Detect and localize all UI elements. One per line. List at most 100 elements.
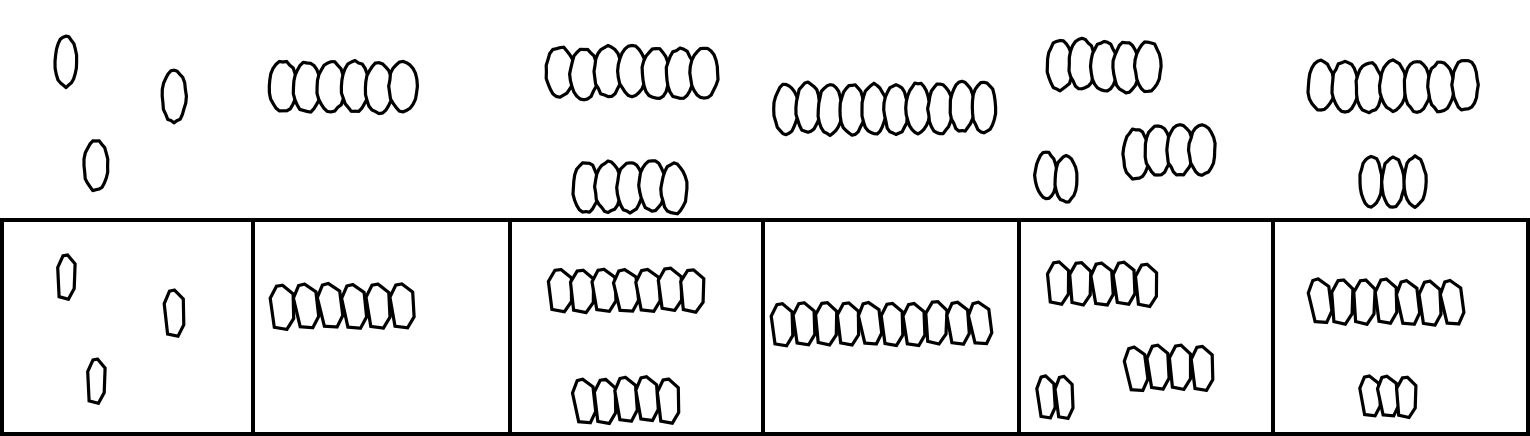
hexagon-shape [1417,279,1443,327]
hexagon-shape [769,301,795,348]
oval-shape [659,161,689,216]
column-4-panel [761,218,1021,436]
hexagon-shape [879,301,905,348]
column-3-top-group [544,43,720,216]
oval-shape [1143,124,1173,177]
oval-shape [1186,123,1217,177]
oval-shape [1132,40,1163,94]
column-4-top-group [772,79,998,138]
hexagon-shape [611,267,641,313]
oval-shape [1088,39,1119,93]
hexagon-shape [162,288,186,339]
column-6-top-group [1306,58,1480,209]
hexagon-shape [364,282,392,330]
oval-shape [772,82,800,137]
column-1-top-group [53,34,188,193]
hexagon-shape [791,301,817,347]
oval-shape [291,60,323,114]
oval-shape [1402,60,1432,114]
hexagon-shape [388,282,416,330]
oval-shape [640,46,672,101]
oval-shape [315,60,347,114]
hexagon-shape [268,283,296,332]
oval-shape [1354,61,1384,115]
hexagon-shape [1089,261,1115,307]
oval-shape [1032,150,1059,201]
oval-shape [970,80,998,135]
column-1-panel [0,218,255,436]
column-2-panel [251,218,512,436]
oval-shape [1053,153,1079,204]
hexagon-shape [656,266,684,313]
hexagon-shape [1133,262,1159,309]
hexagon-shape [339,282,369,330]
hexagon-shape [291,282,321,330]
oval-shape [838,83,866,137]
oval-shape [637,159,667,213]
hexagon-shape [315,281,345,329]
hexagon-shape [966,300,994,346]
column-5-top-group [1032,36,1217,204]
hexagon-shape [634,374,660,423]
hexagon-shape [1358,374,1382,418]
bottom-row [0,218,1530,436]
oval-shape [544,45,576,99]
hexagon-shape [1111,260,1137,306]
hexagon-shape [945,300,971,346]
hexagon-shape [856,300,884,346]
column-5-panel [1017,218,1275,436]
hexagon-shape [1352,278,1377,327]
oval-shape [860,81,888,136]
hexagon-shape [1189,344,1215,393]
oval-shape [1111,40,1141,95]
oval-shape [1121,127,1151,181]
hexagon-shape [835,301,861,347]
oval-shape [1377,58,1408,114]
hexagon-shape [568,268,596,315]
oval-shape [339,58,371,114]
hexagon-shape [1167,343,1193,392]
oval-shape [1165,123,1195,177]
oval-shape [664,46,696,100]
oval-shape [948,79,976,133]
hexagon-shape [590,267,618,314]
oval-shape [1380,155,1406,209]
oval-shape [615,43,648,99]
hexagon-shape [655,377,681,425]
hexagon-shape [1394,375,1418,420]
oval-shape [925,82,954,136]
oval-shape [567,47,600,102]
hexagon-shape [1045,260,1071,306]
oval-shape [1067,36,1097,91]
hexagon-shape [679,268,706,314]
oval-shape [816,83,844,138]
hexagon-shape [1122,345,1150,393]
oval-shape [267,59,299,113]
panel-border [1271,218,1530,436]
oval-shape [1426,60,1457,114]
hexagon-shape [1394,278,1422,326]
hexagon-shape [1035,374,1057,420]
oval-shape [160,68,188,125]
oval-shape [882,83,910,137]
hexagon-shape [1330,278,1355,327]
oval-shape [1358,154,1384,209]
oval-shape [904,81,932,136]
oval-shape [1330,59,1360,114]
hexagon-shape [1373,277,1399,325]
hexagon-shape [1306,277,1334,325]
hexagon-shape [1438,278,1466,326]
hexagon-shape [546,267,574,314]
hexagon-shape [613,375,639,423]
hexagon-shape [924,300,949,346]
oval-shape [387,59,419,114]
hexagon-shape [592,377,618,426]
oval-shape [592,159,623,215]
hexagon-shape [813,301,839,347]
hexagon-shape [1375,374,1401,418]
oval-shape [1402,154,1428,209]
column-3-panel [508,218,765,436]
top-row [53,34,1480,216]
hexagon-shape [901,301,927,348]
